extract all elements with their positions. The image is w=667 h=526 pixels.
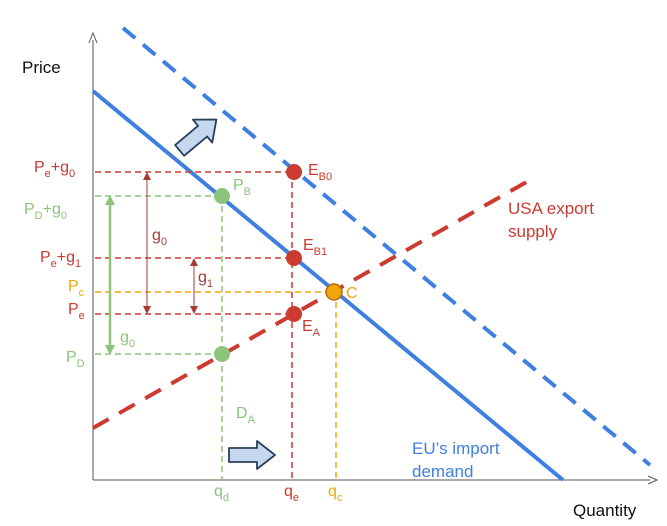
label-g1-red: g1: [198, 269, 213, 290]
point-pd: [214, 346, 230, 362]
label-g0-green: g0: [120, 329, 135, 350]
label-eb0: EB0: [308, 162, 332, 183]
label-eb1: EB1: [303, 237, 327, 258]
point-eb1: [286, 250, 302, 266]
label-pe-g1: Pe+g1: [40, 249, 81, 270]
label-c: C: [346, 285, 358, 302]
supply-label-line2: supply: [508, 222, 558, 241]
label-pe: Pe: [68, 301, 85, 322]
label-da: DA: [236, 405, 256, 426]
label-qd: qd: [214, 483, 229, 504]
label-pd: PD: [66, 349, 85, 370]
demand-label-line1: EU’s import: [412, 439, 500, 458]
label-pc: Pc: [68, 278, 85, 299]
point-c: [325, 283, 343, 301]
supply-curve: [92, 178, 531, 430]
x-axis-arrow: [647, 475, 659, 485]
demand-curve: [91, 89, 565, 482]
demand-curve-shifted: [121, 26, 652, 467]
shift-arrow-right: [228, 440, 276, 470]
label-qe: qe: [284, 483, 299, 504]
y-axis-arrow: [88, 31, 98, 44]
supply-label-line1: USA export: [508, 199, 594, 218]
label-pe-g0: Pe+g0: [34, 159, 75, 180]
label-g0-red: g0: [152, 227, 167, 248]
demand-label-line2: demand: [412, 462, 473, 481]
y-axis-label: Price: [22, 58, 61, 77]
point-eb0: [286, 164, 302, 180]
label-pd-g0: PD+g0: [24, 201, 67, 222]
shift-arrow-diagonal: [174, 118, 218, 157]
x-axis-label: Quantity: [573, 501, 637, 520]
point-ea: [286, 306, 302, 322]
label-pb: PB: [233, 177, 251, 198]
label-qc: qc: [328, 483, 343, 504]
point-pb: [214, 188, 230, 204]
label-ea: EA: [302, 318, 321, 339]
